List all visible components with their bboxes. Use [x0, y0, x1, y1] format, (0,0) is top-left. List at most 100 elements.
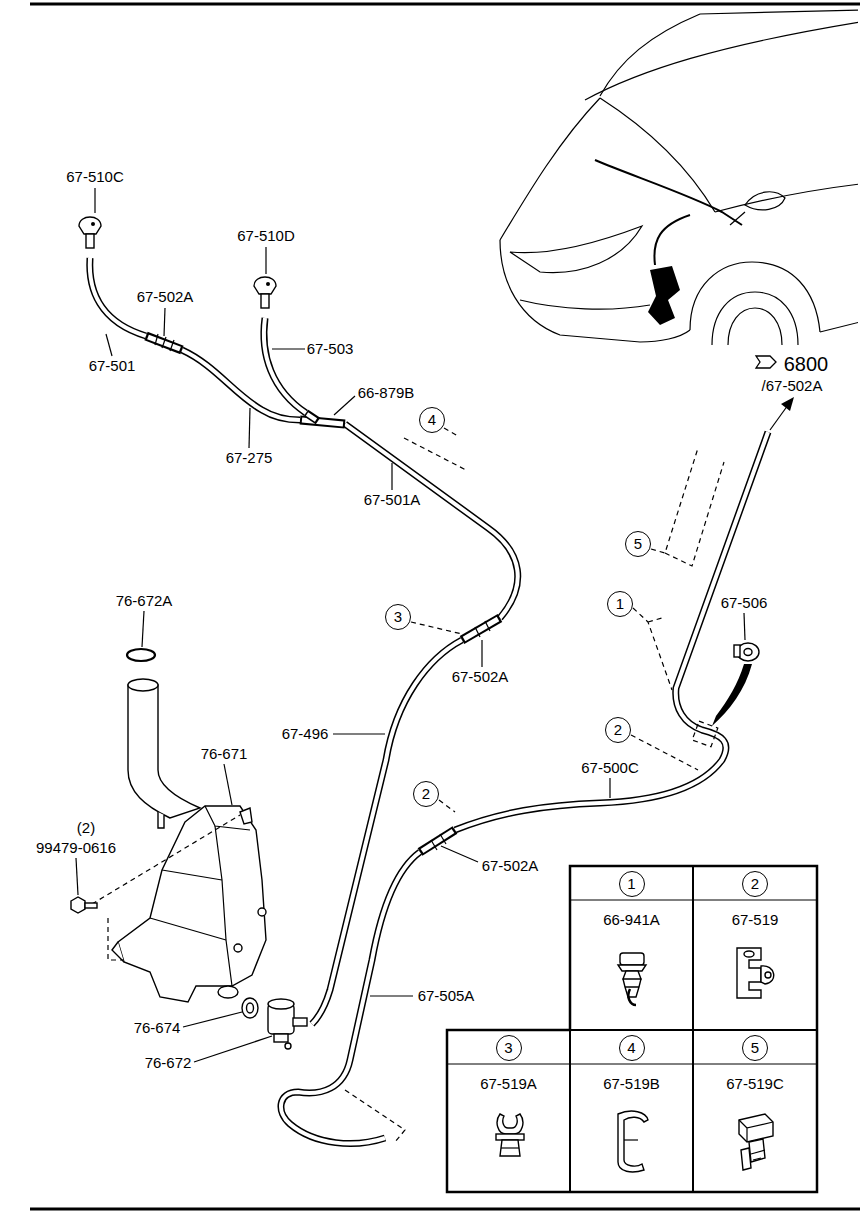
- clip-part: [741, 1148, 751, 1170]
- table-cell: 66-941A1: [570, 866, 693, 1030]
- hose: [281, 852, 420, 1144]
- callout-text: 1: [627, 875, 635, 892]
- part-number: 67-500C: [580, 759, 640, 776]
- clip-part: [739, 1114, 773, 1142]
- nozzle-stem: [86, 234, 94, 248]
- part-number: 76-674: [133, 1019, 182, 1036]
- clip-part: [618, 1111, 648, 1172]
- callout-number: 4: [419, 407, 445, 433]
- joint: [464, 619, 498, 639]
- part-number: 67-519: [732, 911, 779, 928]
- hose: [312, 640, 462, 1024]
- hose: [281, 852, 420, 1144]
- part-number: 67-519C: [726, 1075, 784, 1092]
- joint-rib: [162, 337, 166, 348]
- clip-part: [737, 948, 761, 998]
- clip-leaders: [345, 428, 724, 1142]
- hose: [455, 432, 768, 830]
- tank-body: [118, 806, 266, 1002]
- grommet-hole: [744, 649, 752, 656]
- part-number: 67-506: [720, 594, 769, 611]
- location-box: [692, 721, 718, 747]
- leader-line: [391, 463, 392, 490]
- arrowhead: [781, 397, 794, 411]
- callout-text: 1: [616, 595, 624, 612]
- car-line: [520, 300, 650, 309]
- hose-in-car: [595, 160, 742, 225]
- wheel: [712, 292, 798, 345]
- clip-leader: [411, 622, 462, 634]
- leader-line: [94, 188, 95, 213]
- clip-leader: [631, 735, 698, 770]
- nozzle-stem: [261, 294, 269, 308]
- clip-icon: [739, 1114, 773, 1170]
- joint: [420, 830, 455, 852]
- leader-lines: [76, 188, 745, 1062]
- table-cell: 67-519B4: [570, 1030, 693, 1192]
- car-line: [500, 240, 690, 342]
- part-number: 67-510D: [236, 227, 296, 244]
- clip-part: [496, 1134, 524, 1140]
- leader-line: [481, 640, 482, 667]
- hose: [264, 318, 306, 413]
- hose: [455, 432, 768, 830]
- wheel-arch: [690, 262, 820, 332]
- nozzle-jet: [266, 282, 270, 286]
- part-number: 67-519A: [480, 1075, 537, 1092]
- page-rule: [30, 3, 860, 6]
- part-number: 67-501A: [363, 491, 422, 508]
- mount-tab: [240, 808, 252, 824]
- filler-neck: [128, 685, 200, 818]
- leader-line: [142, 611, 144, 647]
- washer-pump: [268, 999, 307, 1049]
- joint-rib: [155, 334, 158, 345]
- part-number: 67-510C: [65, 168, 125, 185]
- car-line: [500, 98, 600, 240]
- page-rule: [30, 1208, 860, 1211]
- leader-line: [249, 408, 250, 448]
- filler-neck-top: [128, 679, 158, 691]
- clip-icon: [618, 953, 646, 1005]
- part-number: 66-879B: [357, 384, 416, 401]
- clip-part: [628, 989, 636, 1005]
- clip-leader: [633, 608, 672, 690]
- pump-outlet: [293, 1018, 307, 1026]
- joint: [307, 414, 316, 420]
- part-number: /67-502A: [761, 377, 824, 394]
- clip-icon: [496, 1114, 524, 1156]
- leader-line: [334, 396, 355, 415]
- part-number: 76-671: [200, 745, 249, 762]
- part-number: 67-496: [281, 725, 330, 742]
- callout-text: 4: [428, 411, 436, 428]
- callout-number: 3: [496, 1035, 522, 1061]
- callout-number: 1: [607, 591, 633, 617]
- clip-leader: [651, 448, 724, 566]
- hose-in-car: [654, 215, 690, 265]
- pump-top: [268, 999, 294, 1009]
- leader-line: [224, 764, 232, 805]
- callout-number: 3: [385, 604, 411, 630]
- joint: [306, 413, 318, 421]
- leader-line: [744, 613, 745, 640]
- neck-nub: [158, 812, 164, 828]
- quantity: (2): [76, 819, 96, 836]
- clip-part: [751, 1150, 765, 1160]
- clip-part: [761, 966, 774, 984]
- leader-line: [106, 334, 112, 356]
- table-rule: [447, 1064, 817, 1065]
- callout-text: 4: [627, 1039, 635, 1056]
- callout-number: 5: [742, 1035, 768, 1061]
- clip-part: [624, 1139, 638, 1140]
- joint-rib: [440, 834, 446, 844]
- hose: [345, 424, 518, 618]
- clip-icon: [618, 1111, 648, 1172]
- clip-part: [765, 972, 771, 978]
- bolt-line: [108, 918, 124, 960]
- clip-leader: [439, 800, 455, 812]
- part-number: 76-672: [144, 1054, 193, 1071]
- part-number: 67-502A: [451, 668, 510, 685]
- clip-part: [500, 1140, 520, 1156]
- leader-line: [333, 733, 385, 734]
- joints: [146, 334, 500, 852]
- pump-grommet: [242, 998, 258, 1018]
